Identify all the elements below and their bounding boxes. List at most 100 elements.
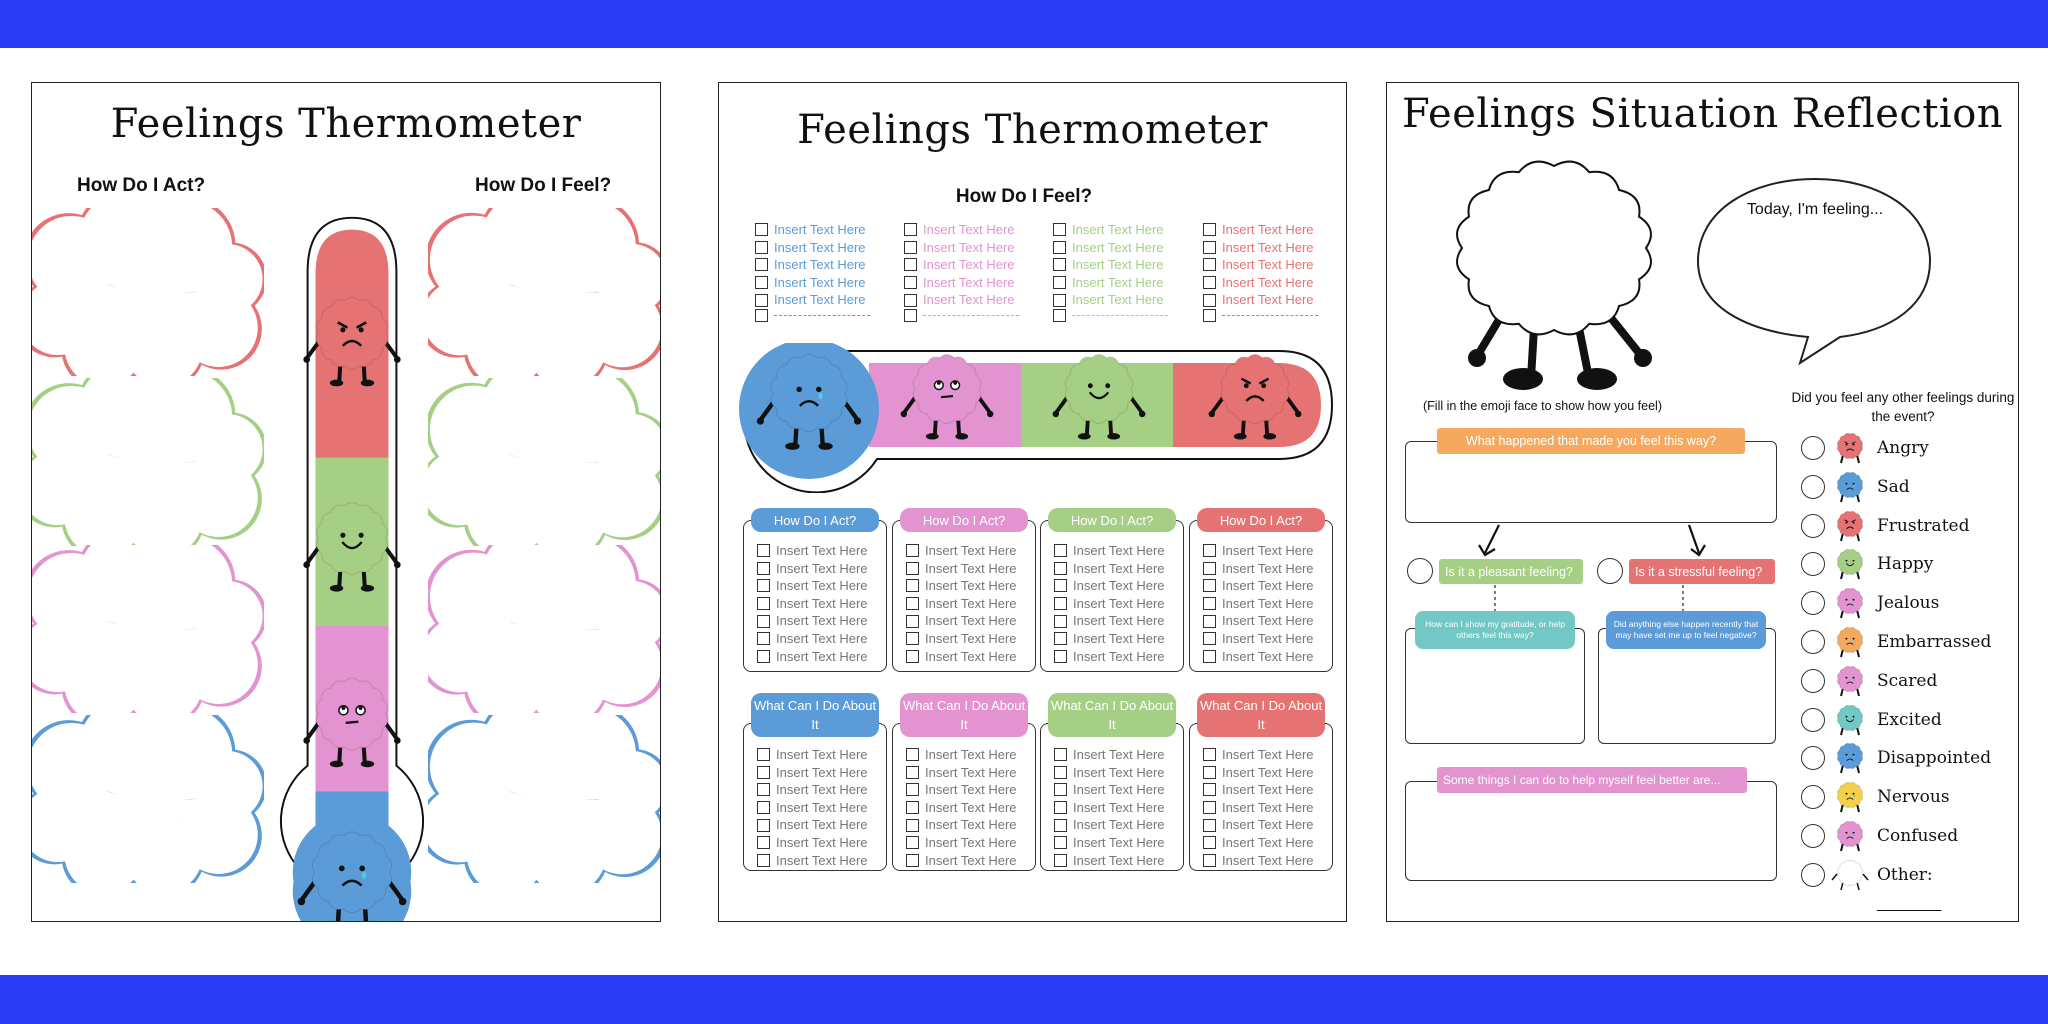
checkbox[interactable] <box>1054 632 1067 646</box>
checklist-item[interactable]: Insert Text Here <box>1203 221 1318 239</box>
feel-cloud-4[interactable] <box>428 715 661 883</box>
checkbox[interactable] <box>904 293 917 307</box>
checkbox[interactable] <box>904 223 917 237</box>
checkbox[interactable] <box>757 614 770 628</box>
checkbox[interactable] <box>906 836 919 850</box>
checklist-item[interactable]: Insert Text Here <box>755 274 870 292</box>
checkbox[interactable] <box>1203 765 1216 779</box>
checklist-item[interactable]: Insert Text Here <box>906 852 1017 870</box>
checkbox[interactable] <box>1053 276 1066 290</box>
checkbox[interactable] <box>757 544 770 558</box>
feeling-option-angry[interactable]: Angry <box>1801 430 1929 466</box>
checklist-item[interactable]: Insert Text Here <box>1054 612 1165 630</box>
checkbox[interactable] <box>1203 836 1216 850</box>
checkbox[interactable] <box>1053 308 1066 322</box>
checklist-blank-item[interactable] <box>904 308 1019 322</box>
checklist-item[interactable]: Insert Text Here <box>906 764 1017 782</box>
checklist-item[interactable]: Insert Text Here <box>1054 595 1165 613</box>
checklist-item[interactable]: Insert Text Here <box>755 256 870 274</box>
pleasant-radio[interactable] <box>1407 558 1433 584</box>
checklist-item[interactable]: Insert Text Here <box>1054 764 1165 782</box>
checkbox[interactable] <box>906 818 919 832</box>
checklist-item[interactable]: Insert Text Here <box>1203 799 1314 817</box>
checkbox[interactable] <box>1203 818 1216 832</box>
checkbox[interactable] <box>1054 614 1067 628</box>
checkbox[interactable] <box>1203 579 1216 593</box>
checklist-item[interactable]: Insert Text Here <box>757 852 868 870</box>
feeling-option-scared[interactable]: Scared <box>1801 663 1937 699</box>
checklist-item[interactable]: Insert Text Here <box>1203 781 1314 799</box>
checkbox[interactable] <box>755 308 768 322</box>
checklist-item[interactable]: Insert Text Here <box>1053 256 1168 274</box>
feeling-option-frustrated[interactable]: Frustrated <box>1801 508 1969 544</box>
stressful-radio[interactable] <box>1597 558 1623 584</box>
checkbox[interactable] <box>1203 614 1216 628</box>
checklist-item[interactable]: Insert Text Here <box>1203 291 1318 309</box>
checkbox[interactable] <box>1203 276 1216 290</box>
checkbox[interactable] <box>755 276 768 290</box>
checkbox[interactable] <box>906 783 919 797</box>
checkbox[interactable] <box>904 240 917 254</box>
checkbox[interactable] <box>904 258 917 272</box>
checklist-blank-item[interactable] <box>1053 308 1168 322</box>
checkbox[interactable] <box>757 649 770 663</box>
checklist-item[interactable]: Insert Text Here <box>904 256 1019 274</box>
checkbox[interactable] <box>906 765 919 779</box>
checklist-item[interactable]: Insert Text Here <box>1054 542 1165 560</box>
feeling-radio[interactable] <box>1801 513 1825 538</box>
checklist-item[interactable]: Insert Text Here <box>757 612 868 630</box>
feeling-option-disappointed[interactable]: Disappointed <box>1801 740 1991 776</box>
checkbox[interactable] <box>1203 853 1216 867</box>
feeling-option-confused[interactable]: Confused <box>1801 818 1958 854</box>
checklist-item[interactable]: Insert Text Here <box>906 746 1017 764</box>
act-cloud-1[interactable] <box>31 208 264 376</box>
checklist-item[interactable]: Insert Text Here <box>1054 560 1165 578</box>
checklist-item[interactable]: Insert Text Here <box>1203 630 1314 648</box>
act-cloud-3[interactable] <box>31 545 264 713</box>
checklist-item[interactable]: Insert Text Here <box>755 291 870 309</box>
checkbox[interactable] <box>1203 308 1216 322</box>
checklist-item[interactable]: Insert Text Here <box>906 542 1017 560</box>
checklist-item[interactable]: Insert Text Here <box>1203 834 1314 852</box>
checkbox[interactable] <box>1203 649 1216 663</box>
checkbox[interactable] <box>757 632 770 646</box>
checklist-item[interactable]: Insert Text Here <box>1053 221 1168 239</box>
checklist-item[interactable]: Insert Text Here <box>1203 648 1314 666</box>
checklist-item[interactable]: Insert Text Here <box>906 577 1017 595</box>
feeling-radio[interactable] <box>1801 862 1825 887</box>
checklist-item[interactable]: Insert Text Here <box>755 221 870 239</box>
checkbox[interactable] <box>904 308 917 322</box>
checklist-item[interactable]: Insert Text Here <box>906 799 1017 817</box>
checklist-item[interactable]: Insert Text Here <box>757 648 868 666</box>
checklist-item[interactable]: Insert Text Here <box>904 239 1019 257</box>
feeling-option-nervous[interactable]: Nervous <box>1801 779 1950 815</box>
checklist-item[interactable]: Insert Text Here <box>757 746 868 764</box>
what-happened-box[interactable] <box>1405 441 1777 523</box>
checkbox[interactable] <box>906 853 919 867</box>
checklist-item[interactable]: Insert Text Here <box>757 542 868 560</box>
checklist-item[interactable]: Insert Text Here <box>757 577 868 595</box>
checkbox[interactable] <box>757 597 770 611</box>
checklist-item[interactable]: Insert Text Here <box>757 834 868 852</box>
checkbox[interactable] <box>757 783 770 797</box>
checkbox[interactable] <box>757 853 770 867</box>
checklist-item[interactable]: Insert Text Here <box>1203 746 1314 764</box>
checklist-item[interactable]: Insert Text Here <box>1054 630 1165 648</box>
feeling-radio[interactable] <box>1801 707 1825 732</box>
checkbox[interactable] <box>1053 240 1066 254</box>
checklist-item[interactable]: Insert Text Here <box>1203 577 1314 595</box>
feeling-radio[interactable] <box>1801 591 1825 616</box>
feeling-option-embarrassed[interactable]: Embarrassed <box>1801 624 1991 660</box>
checklist-item[interactable]: Insert Text Here <box>1054 746 1165 764</box>
checkbox[interactable] <box>1054 561 1067 575</box>
checklist-item[interactable]: Insert Text Here <box>1053 274 1168 292</box>
checklist-item[interactable]: Insert Text Here <box>904 274 1019 292</box>
checklist-item[interactable]: Insert Text Here <box>1203 764 1314 782</box>
checklist-item[interactable]: Insert Text Here <box>1054 852 1165 870</box>
checklist-item[interactable]: Insert Text Here <box>906 781 1017 799</box>
checklist-item[interactable]: Insert Text Here <box>757 595 868 613</box>
checklist-item[interactable]: Insert Text Here <box>1054 781 1165 799</box>
feeling-radio[interactable] <box>1801 436 1825 460</box>
feeling-radio[interactable] <box>1801 785 1825 810</box>
checklist-item[interactable]: Insert Text Here <box>904 291 1019 309</box>
